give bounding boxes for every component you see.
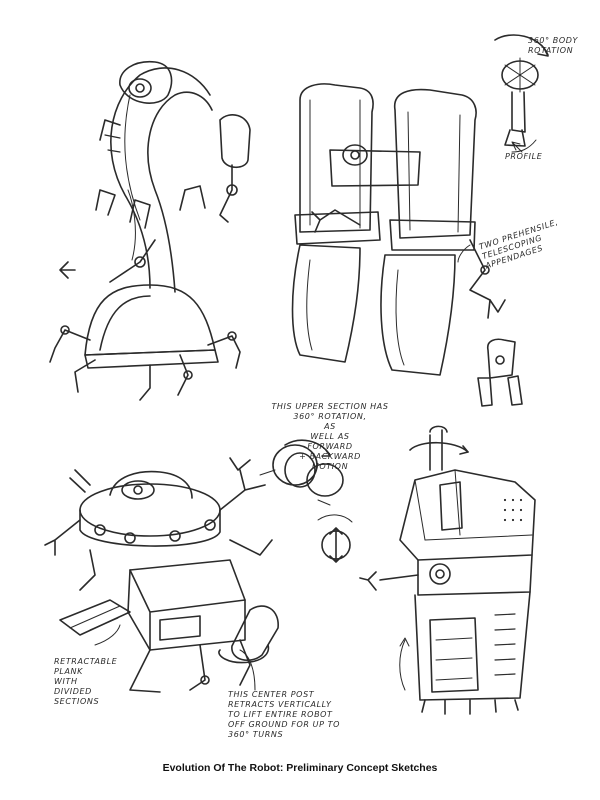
note-retractable-plank: Retractable Plank With Divided Sections — [54, 657, 118, 706]
sketch-twin-leg-walker — [291, 83, 506, 376]
sketch-tracked-robot — [44, 457, 279, 693]
annotation-leaders — [94, 141, 523, 691]
sheet-caption: Evolution Of The Robot: Preliminary Conc… — [162, 762, 438, 774]
note-center-post: This Center Post Retracts Vertically To … — [228, 690, 341, 739]
sketch-curved-neck-robot — [49, 60, 251, 401]
sketch-rotation-diagram — [259, 439, 353, 563]
sketch-kiosk-robot — [359, 425, 536, 715]
sketch-profile-figure — [477, 338, 523, 407]
note-profile: Profile — [505, 152, 543, 161]
note-upper-section-rotation: This Upper Section Has 360° Rotation, As… — [271, 402, 389, 471]
note-body-rotation: 360° Body Rotation — [528, 36, 579, 55]
